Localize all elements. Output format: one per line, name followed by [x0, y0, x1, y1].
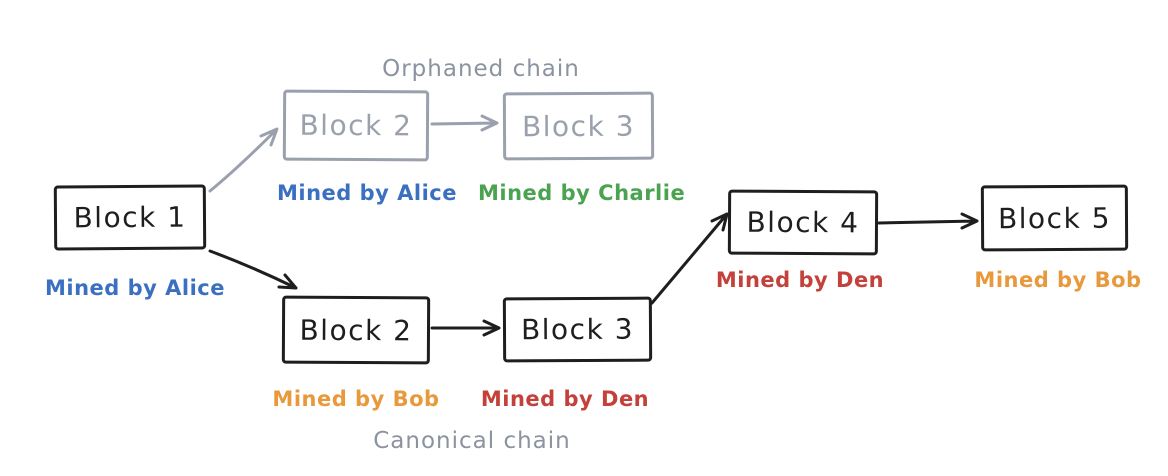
canonical-block-2-miner-label: Mined by Bob [272, 387, 440, 411]
block-5-label: Block 5 [997, 201, 1112, 235]
block-4-label: Block 4 [746, 205, 860, 240]
orphaned-block-2: Block 2 [282, 89, 430, 162]
orphaned-block-3: Block 3 [502, 91, 655, 161]
block-1: Block 1 [53, 184, 207, 251]
orphaned-chain-label: Orphaned chain [382, 56, 580, 82]
block-1-miner-label: Mined by Alice [44, 276, 225, 300]
arrow-block4-to-block5 [877, 212, 979, 230]
canonical-chain-label: Canonical chain [373, 428, 571, 454]
canonical-block-2: Block 2 [281, 295, 431, 365]
canonical-block-3: Block 3 [502, 296, 653, 363]
block-4-miner-label: Mined by Den [715, 268, 885, 292]
canonical-block-3-miner-label: Mined by Den [480, 387, 650, 411]
orphaned-block-3-miner-label: Mined by Charlie [478, 181, 686, 205]
orphaned-block-3-label: Block 3 [521, 109, 636, 143]
arrow-orphaned-block2-to-orphaned-block3 [430, 114, 499, 132]
orphaned-block-2-label: Block 2 [299, 108, 413, 143]
orphaned-block-2-miner-label: Mined by Alice [276, 181, 457, 205]
block-5-miner-label: Mined by Bob [974, 268, 1142, 292]
block-1-label: Block 1 [73, 200, 187, 235]
canonical-block-3-label: Block 3 [520, 312, 635, 347]
canonical-block-2-label: Block 2 [299, 313, 413, 347]
block-5: Block 5 [980, 184, 1129, 252]
block-4: Block 4 [727, 189, 879, 256]
arrow-canonical-block2-to-canonical-block3 [430, 319, 501, 337]
